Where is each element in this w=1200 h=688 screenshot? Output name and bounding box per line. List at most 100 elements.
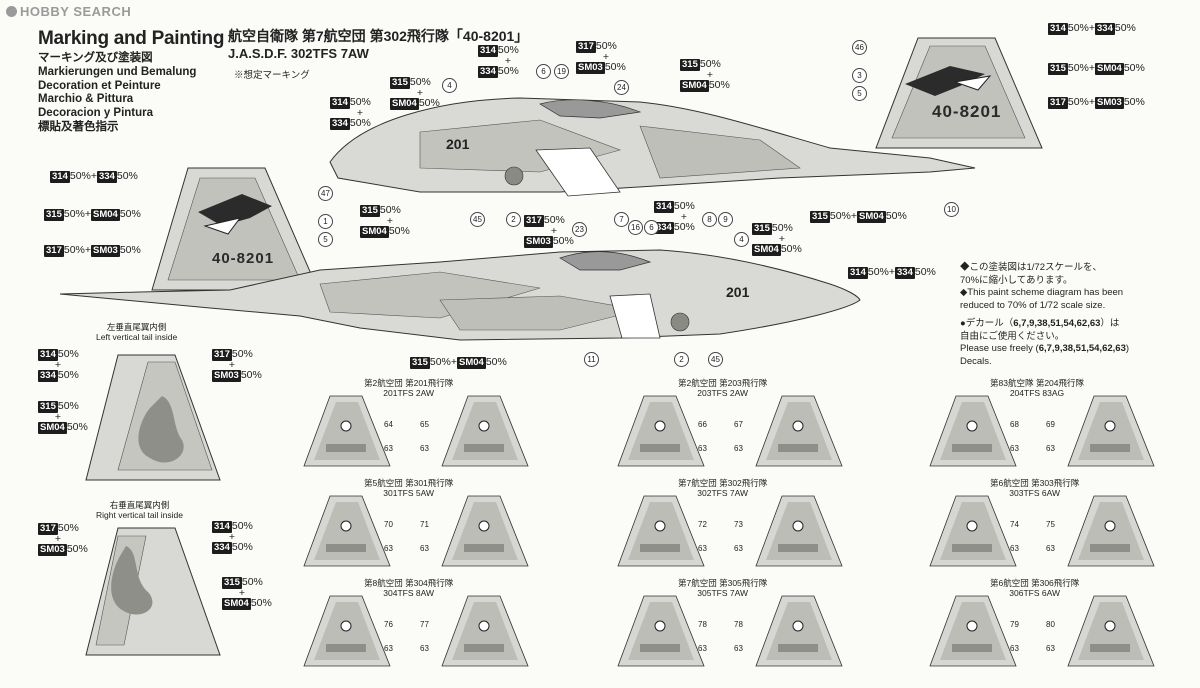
part-callout: 4 (442, 78, 457, 93)
unit-serial-mark (326, 544, 366, 552)
info-line: Decals. (960, 355, 992, 367)
decal-number: 78 (698, 620, 707, 629)
unit-emblem-icon (478, 620, 490, 632)
unit-serial-mark (778, 644, 818, 652)
language-item: Decoration et Peinture (38, 79, 161, 92)
decal-number: 63 (1046, 444, 1055, 453)
unit-emblem-icon (654, 420, 666, 432)
info-line: 自由にご使用ください。 (960, 330, 1065, 342)
part-callout: 47 (318, 186, 333, 201)
aircraft-side-view (329, 97, 976, 197)
unit-emblem-icon (966, 620, 978, 632)
decal-number: 68 (1010, 420, 1019, 429)
aircraft-side-view (59, 249, 861, 341)
decal-number: 63 (1010, 544, 1019, 553)
language-item: 標貼及著色指示 (38, 120, 119, 133)
eagle-emblem-icon (198, 194, 272, 226)
decal-number: 80 (1046, 620, 1055, 629)
logo-icon (6, 6, 17, 17)
roundel-icon (670, 312, 690, 332)
decal-number: 63 (384, 444, 393, 453)
info-line: Please use freely (6,7,9,38,51,54,62,63) (960, 343, 1130, 354)
decal-number: 74 (1010, 520, 1019, 529)
decal-number: 69 (1046, 420, 1055, 429)
part-callout: 5 (852, 86, 867, 101)
language-item: Marchio & Pittura (38, 93, 134, 106)
decal-number: 67 (734, 420, 743, 429)
decal-number: 78 (734, 620, 743, 629)
part-callout: 5 (318, 232, 333, 247)
decal-number: 63 (1010, 444, 1019, 453)
decal-number: 63 (420, 544, 429, 553)
note: ※想定マーキング (234, 70, 310, 81)
part-callout: 19 (554, 64, 569, 79)
part-callout: 11 (584, 352, 599, 367)
decal-number: 73 (734, 520, 743, 529)
decal-number: 63 (384, 544, 393, 553)
part-callout: 16 (628, 220, 643, 235)
part-callout: 45 (708, 352, 723, 367)
unit-emblem-icon (1104, 620, 1116, 632)
part-callout: 9 (718, 212, 733, 227)
serial-number: 40-8201 (212, 250, 275, 267)
decal-number: 63 (384, 644, 393, 653)
tail-inside-drawing (85, 354, 221, 481)
unit-emblem-icon (478, 420, 490, 432)
decal-number: 63 (698, 644, 707, 653)
decal-number: 63 (420, 444, 429, 453)
info-line: ◆この塗装図は1/72スケールを、 (960, 262, 1102, 273)
unit-emblem-icon (340, 620, 352, 632)
unit-emblem-icon (1104, 420, 1116, 432)
unit-serial-mark (952, 644, 992, 652)
language-item: Decoracion y Pintura (38, 107, 154, 120)
page-title: Marking and Painting (38, 28, 225, 49)
decal-number: 63 (420, 644, 429, 653)
info-line: reduced to 70% of 1/72 scale size. (960, 299, 1106, 311)
unit-emblem-icon (654, 620, 666, 632)
decal-number: 63 (734, 644, 743, 653)
unit-emblem-icon (478, 520, 490, 532)
decal-number: 63 (698, 444, 707, 453)
decal-number: 63 (1010, 644, 1019, 653)
vertical-tail-drawing (875, 37, 1043, 149)
decal-number: 70 (384, 520, 393, 529)
vertical-tail-drawing (151, 167, 319, 291)
unit-serial-mark (464, 644, 504, 652)
info-line: 70%に縮小してあります。 (960, 274, 1073, 286)
decal-number: 63 (1046, 644, 1055, 653)
tail-inside-drawing (85, 527, 221, 656)
info-line: ●デカール（6,7,9,38,51,54,62,63）は (960, 318, 1120, 329)
part-callout: 4 (734, 232, 749, 247)
unit-serial-mark (1090, 544, 1130, 552)
info-box: ◆この塗装図は1/72スケールを、 70%に縮小してあります。 ◆This pa… (960, 262, 1129, 368)
part-callout: 1 (318, 214, 333, 229)
unit-emblem-icon (966, 420, 978, 432)
language-item: マーキング及び塗装図 (38, 52, 153, 64)
part-callout: 45 (470, 212, 485, 227)
decal-number: 76 (384, 620, 393, 629)
